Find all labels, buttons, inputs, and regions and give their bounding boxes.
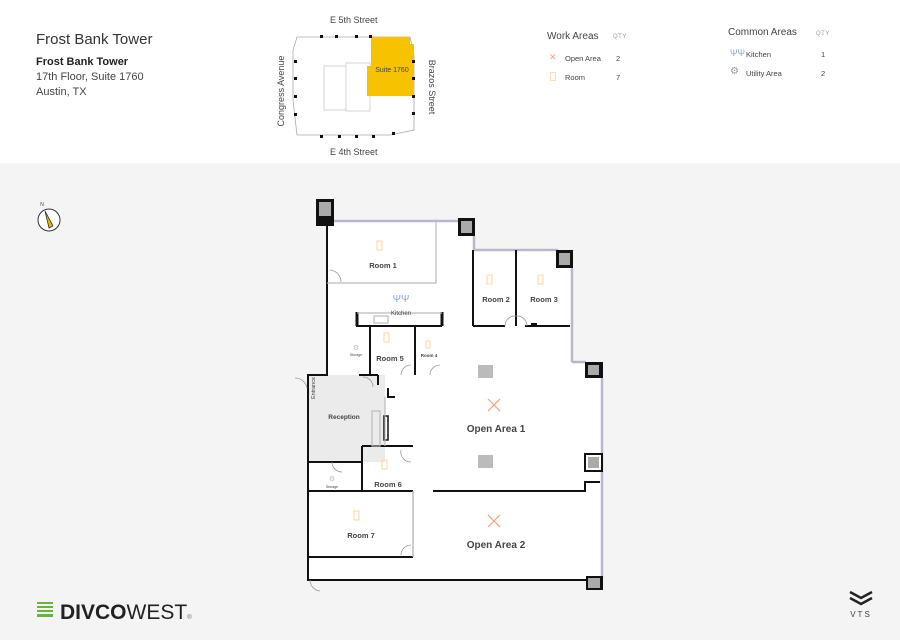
north-label: N [40,202,44,208]
legend-kitchen-qty: 1 [821,50,826,59]
south-street: E 4th Street [330,147,378,157]
brand-light: WEST [127,601,188,624]
svg-text:DIVCOWEST®: DIVCOWEST® [60,601,192,624]
kitchen-label: Kitchen [391,311,411,317]
gear-icon: ⚙ [730,66,739,77]
room-6-label: Room 6 [374,480,402,489]
keyplan: Suite 1760 [292,35,415,138]
fork-knife-icon: ΨΨ [730,48,746,58]
storage-gear-icon: ⚙ [329,475,335,483]
common-qty-header: QTY [816,31,830,37]
work-areas-title: Work Areas [547,31,599,42]
open-area-2-label: Open Area 2 [467,540,526,551]
open-area-1-label: Open Area 1 [467,424,526,435]
legend-utility-label: Utility Area [746,69,782,78]
page-title: Frost Bank Tower [36,31,153,48]
storage-gear-icon: ⚙ [353,344,359,352]
suite-label: Suite 1760 [375,67,409,74]
room-7-label: Room 7 [347,531,375,540]
north-street: E 5th Street [330,15,378,25]
building-name: Frost Bank Tower [36,56,129,68]
divcowest-logo-icon [37,602,53,617]
room-5-label: Room 5 [376,354,404,363]
room-4-label: Room 4 [421,353,438,358]
room-2-label: Room 2 [482,295,510,304]
entrance-label: Entrance [311,377,317,399]
vts-logo-icon [849,590,873,606]
expand-arrows-icons [487,398,501,528]
suite-highlight [367,37,414,96]
legend-kitchen-label: Kitchen [746,50,772,59]
door-icons [353,240,544,521]
columns [316,199,603,590]
legend-utility-qty: 2 [821,69,826,78]
header [0,0,900,163]
kitchen-icon: ΨΨ [393,294,410,305]
door-icon [550,72,556,81]
storage-label: Storage [326,485,338,489]
legend-room-label: Room [565,73,586,82]
storage-label: Storage [350,353,362,357]
brand-bold: DIVCO [60,601,127,624]
expand-arrows-icon: ✕ [549,52,557,62]
reception-label: Reception [328,414,359,421]
compass-icon: N [37,202,61,232]
legend-room-qty: 7 [616,73,621,82]
legend-open-area-qty: 2 [616,54,621,63]
brand-mark: ® [187,614,192,621]
room-1-label: Room 1 [369,261,397,270]
vts-label: VTS [850,610,872,619]
legend-open-area-label: Open Area [565,54,601,63]
common-areas-title: Common Areas [728,27,797,38]
city: Austin, TX [36,86,87,98]
work-qty-header: QTY [613,34,627,40]
floor-suite: 17th Floor, Suite 1760 [36,71,144,83]
room-3-label: Room 3 [530,295,558,304]
